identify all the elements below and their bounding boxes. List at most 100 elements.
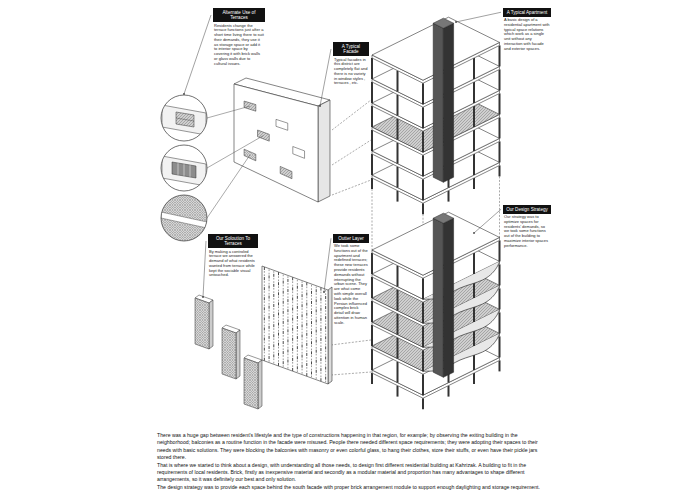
callout-box: Alternate Use of TerracesResidents chang… bbox=[213, 8, 265, 68]
brick-module bbox=[292, 322, 293, 324]
brick-module bbox=[283, 281, 284, 284]
detail-content bbox=[161, 95, 207, 141]
brick-module bbox=[297, 326, 298, 329]
brick-module bbox=[311, 318, 312, 320]
projection-line bbox=[331, 340, 371, 345]
brick-module bbox=[302, 359, 303, 361]
brick-module bbox=[273, 284, 274, 287]
brick-module bbox=[316, 347, 317, 349]
brick-module bbox=[278, 360, 279, 362]
brick-module bbox=[269, 346, 270, 349]
brick-module bbox=[316, 350, 317, 353]
brick-module bbox=[292, 365, 293, 367]
brick-module bbox=[273, 274, 274, 277]
brick-module bbox=[283, 325, 284, 327]
brick-module bbox=[297, 290, 298, 292]
terrace-element bbox=[244, 358, 258, 409]
terrace-element-side bbox=[236, 330, 240, 379]
brick-module bbox=[302, 332, 303, 334]
column bbox=[371, 130, 373, 151]
column bbox=[473, 130, 475, 151]
brick-module bbox=[278, 320, 279, 322]
brick-module bbox=[278, 276, 279, 278]
brick-module bbox=[269, 303, 270, 305]
brick-module bbox=[311, 288, 312, 290]
callout-text: We took some functions out of the apartm… bbox=[333, 243, 369, 328]
brick-module bbox=[273, 294, 274, 297]
brick-module bbox=[292, 281, 293, 283]
brick-module bbox=[320, 288, 321, 291]
brick-module bbox=[269, 323, 270, 325]
brick-module bbox=[278, 296, 279, 298]
brick-module bbox=[302, 314, 303, 317]
brick-module bbox=[269, 360, 270, 362]
brick-module bbox=[297, 366, 298, 369]
brick-module bbox=[297, 346, 298, 349]
column bbox=[397, 314, 399, 335]
brick-module bbox=[316, 313, 317, 315]
brick-module bbox=[325, 354, 326, 356]
description-paragraph: That is where we started to think about … bbox=[157, 462, 545, 484]
brick-module bbox=[320, 338, 321, 341]
brick-side bbox=[328, 287, 332, 384]
brick-module bbox=[320, 295, 321, 297]
brick-module bbox=[320, 362, 321, 364]
brick-module bbox=[320, 348, 321, 351]
callout-box: A Typical FacadeTypical facades in this … bbox=[333, 42, 369, 88]
column bbox=[371, 349, 373, 370]
brick-module bbox=[311, 291, 312, 294]
brick-module bbox=[269, 286, 270, 289]
brick-module bbox=[325, 326, 326, 329]
brick-module bbox=[306, 350, 307, 352]
brick-module bbox=[292, 368, 293, 371]
leader-dot bbox=[323, 291, 325, 293]
description-block: There was a huge gap between resident's … bbox=[157, 432, 545, 491]
detail-leader bbox=[207, 106, 250, 118]
column bbox=[397, 290, 399, 311]
brick-module bbox=[311, 375, 312, 377]
brick-module bbox=[325, 360, 326, 362]
column bbox=[422, 398, 424, 409]
brick-module bbox=[297, 340, 298, 342]
brick-module bbox=[320, 355, 321, 357]
projection-line bbox=[331, 372, 371, 375]
column bbox=[397, 71, 399, 92]
column bbox=[422, 302, 424, 323]
column bbox=[371, 154, 373, 175]
brick-module bbox=[302, 324, 303, 327]
brick-module bbox=[283, 315, 284, 317]
leader-dot bbox=[455, 21, 457, 23]
brick-module bbox=[264, 315, 265, 317]
callout-heading: Alternate Use of Terraces bbox=[213, 8, 265, 22]
brick-module bbox=[269, 313, 270, 315]
brick-module bbox=[283, 341, 284, 344]
brick-module bbox=[316, 367, 317, 369]
brick-module bbox=[306, 282, 307, 285]
brick-module bbox=[264, 284, 265, 286]
brick-module bbox=[273, 291, 274, 293]
brick-module bbox=[264, 355, 265, 357]
brick-module bbox=[292, 332, 293, 334]
brick-module bbox=[287, 303, 288, 305]
brick-module bbox=[264, 307, 265, 310]
brick-module bbox=[283, 321, 284, 324]
brick-module bbox=[316, 370, 317, 373]
brick-module bbox=[302, 342, 303, 344]
brick-module bbox=[292, 358, 293, 361]
column bbox=[499, 69, 501, 90]
brick-module bbox=[320, 335, 321, 337]
brick-module bbox=[287, 337, 288, 339]
brick-module bbox=[283, 295, 284, 297]
terrace-element-side bbox=[258, 360, 262, 409]
projection-line bbox=[372, 189, 373, 250]
brick-module bbox=[287, 299, 288, 302]
slab-band bbox=[161, 212, 207, 228]
brick-module bbox=[287, 286, 288, 288]
brick-module bbox=[302, 281, 303, 283]
column bbox=[448, 386, 450, 397]
brick-module bbox=[311, 311, 312, 314]
brick-module bbox=[302, 362, 303, 364]
callout-heading: A Typical Apartment bbox=[503, 8, 551, 17]
brick-module bbox=[264, 291, 265, 293]
brick-module bbox=[269, 293, 270, 295]
